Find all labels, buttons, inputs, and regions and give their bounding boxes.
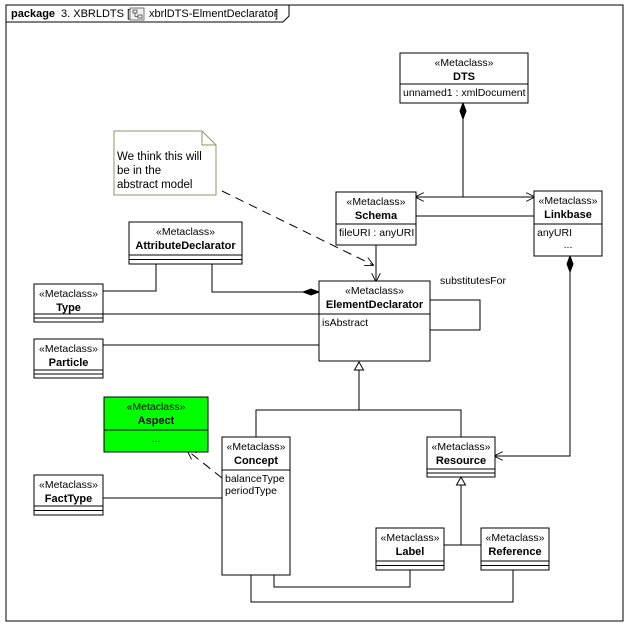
class-concept-name: Concept — [234, 455, 278, 467]
class-dts-attribute: unnamed1 : xmlDocument — [403, 87, 526, 99]
class-reference-name: Reference — [488, 546, 541, 558]
class-concept-box — [221, 436, 291, 576]
class-type[interactable]: «Metaclass» Type — [33, 283, 104, 323]
class-attributedeclarator-box — [128, 221, 243, 265]
class-concept-attribute: balanceType — [225, 473, 285, 485]
class-aspect-name: Aspect — [138, 415, 175, 427]
frame-path: 3. XBRLDTS [ — [61, 8, 130, 20]
class-resource-stereotype: «Metaclass» — [432, 441, 491, 453]
class-attributedeclarator[interactable]: «Metaclass» AttributeDeclarator — [128, 221, 243, 265]
class-resource-box — [426, 436, 496, 478]
attribute-element-composition — [211, 264, 319, 293]
note-line-3: abstract model — [117, 179, 192, 191]
class-reference-stereotype: «Metaclass» — [486, 532, 545, 544]
class-facttype[interactable]: «Metaclass» FactType — [33, 474, 104, 516]
concept-reference-association — [250, 570, 514, 603]
class-reference[interactable]: «Metaclass» Reference — [480, 527, 550, 571]
class-aspect[interactable]: «Metaclass» Aspect... — [103, 396, 209, 453]
class-label-name: Label — [396, 546, 425, 558]
class-type-name: Type — [56, 302, 81, 314]
class-label-stereotype: «Metaclass» — [381, 532, 440, 544]
class-elementdeclarator-stereotype: «Metaclass» — [345, 285, 404, 297]
class-dts[interactable]: «Metaclass» DTS unnamed1 : xmlDocument — [399, 52, 529, 104]
class-schema-box — [335, 191, 417, 246]
class-resource[interactable]: «Metaclass» Resource — [426, 436, 496, 478]
substitutes-for-association — [430, 299, 481, 331]
frame-diagram-name: xbrlDTS-ElmentDeclarator — [149, 8, 278, 20]
class-elementdeclarator[interactable]: «Metaclass» ElementDeclarator isAbstract — [318, 280, 431, 362]
dts-schema-composition — [416, 103, 464, 197]
class-concept-attribute: periodType — [225, 485, 277, 497]
class-dts-box — [399, 52, 529, 104]
note-anchor — [221, 190, 373, 265]
class-dts-name: DTS — [453, 71, 475, 83]
class-elementdeclarator-name: ElementDeclarator — [326, 299, 424, 311]
class-elementdeclarator-box — [318, 280, 431, 362]
package-frame — [5, 4, 624, 622]
class-schema-name: Schema — [355, 210, 398, 222]
diagram-icon — [129, 7, 145, 21]
class-facttype-box — [33, 474, 104, 516]
class-particle[interactable]: «Metaclass» Particle — [33, 338, 104, 379]
frame-title-tab — [6, 5, 290, 23]
class-dts-stereotype: «Metaclass» — [435, 57, 494, 69]
class-type-stereotype: «Metaclass» — [39, 288, 98, 300]
connectors — [103, 103, 571, 603]
class-schema[interactable]: «Metaclass» Schema fileURI : anyURI — [335, 191, 417, 246]
class-label[interactable]: «Metaclass» Label — [375, 527, 445, 571]
class-linkbase[interactable]: «Metaclass» Linkbase anyURI... — [533, 190, 603, 257]
generalization-branches — [255, 409, 462, 437]
class-aspect-attribute: ... — [152, 433, 161, 445]
class-particle-name: Particle — [49, 357, 89, 369]
class-facttype-stereotype: «Metaclass» — [39, 479, 98, 491]
class-elementdeclarator-attribute: isAbstract — [322, 317, 368, 329]
class-facttype-name: FactType — [45, 493, 92, 505]
class-linkbase-attribute: anyURI — [537, 227, 572, 239]
class-concept-stereotype: «Metaclass» — [227, 441, 286, 453]
class-attributedeclarator-stereotype: «Metaclass» — [156, 226, 215, 238]
class-type-box — [33, 283, 104, 323]
class-reference-box — [480, 527, 550, 571]
note: We think this will be in the abstract mo… — [113, 130, 217, 196]
class-schema-stereotype: «Metaclass» — [347, 196, 406, 208]
substitutes-for-label: substitutesFor — [440, 275, 506, 287]
class-aspect-box — [103, 396, 209, 453]
dependencies — [188, 190, 373, 479]
class-aspect-stereotype: «Metaclass» — [127, 401, 186, 413]
note-line-1: We think this will — [117, 151, 202, 163]
class-attributedeclarator-name: AttributeDeclarator — [135, 240, 236, 252]
class-linkbase-attribute: ... — [564, 239, 573, 251]
class-resource-name: Resource — [436, 455, 486, 467]
class-particle-stereotype: «Metaclass» — [39, 343, 98, 355]
type-attribute-association — [103, 264, 157, 292]
generalization-triangles — [353, 360, 467, 486]
linkbase-resource-composition — [495, 256, 571, 456]
class-particle-box — [33, 338, 104, 379]
class-schema-attribute: fileURI : anyURI — [339, 227, 414, 239]
concept-label-association — [273, 570, 411, 588]
frame-keyword: package — [11, 8, 55, 20]
concept-aspect-dependency — [188, 451, 223, 479]
frame-close: ] — [275, 8, 278, 20]
class-linkbase-name: Linkbase — [544, 209, 592, 221]
note-line-2: be in the — [117, 165, 161, 177]
class-linkbase-stereotype: «Metaclass» — [539, 195, 598, 207]
class-label-box — [375, 527, 445, 571]
